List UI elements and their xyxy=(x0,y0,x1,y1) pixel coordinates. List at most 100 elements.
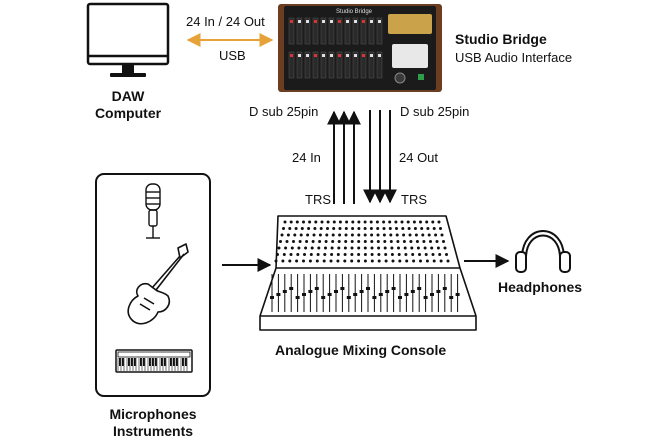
console-knob xyxy=(370,240,374,243)
console-knob xyxy=(411,253,415,256)
console-knob xyxy=(305,240,309,243)
console-knob xyxy=(436,246,440,250)
console-knob xyxy=(390,253,394,256)
console-knob xyxy=(338,233,342,237)
console-knob xyxy=(377,253,381,256)
console-knob xyxy=(388,227,392,230)
console-knob xyxy=(281,259,285,263)
console-knob xyxy=(306,233,310,237)
console-knob xyxy=(344,240,348,243)
console-fader-cap xyxy=(404,293,409,296)
device-gold-panel xyxy=(388,14,432,34)
console-knob xyxy=(314,220,318,224)
keyboard-black-key xyxy=(185,358,187,366)
console-knob xyxy=(363,253,367,256)
audio-interface-device xyxy=(278,4,442,92)
console-knob xyxy=(292,240,295,243)
console-knob xyxy=(310,246,314,250)
console-knob xyxy=(376,240,380,243)
console-knob xyxy=(319,227,323,230)
console-knob xyxy=(351,227,355,230)
console-knob xyxy=(382,233,386,237)
console-knob xyxy=(397,253,401,256)
keyboard-icon xyxy=(115,349,193,373)
console-knob xyxy=(394,220,398,224)
console-fader-cap xyxy=(321,296,326,299)
console-knob xyxy=(415,240,419,243)
trs-left-label: TRS xyxy=(305,192,331,207)
console-fader-cap xyxy=(385,290,390,293)
console-knob xyxy=(391,259,395,263)
console-fader-cap xyxy=(302,293,306,296)
dsub-left-label: D sub 25pin xyxy=(249,104,319,119)
console-knob xyxy=(313,227,317,230)
console-knob xyxy=(412,220,416,224)
console-knob xyxy=(326,227,329,230)
console-knob xyxy=(430,246,434,250)
console-knob xyxy=(408,233,412,237)
device-channel-led xyxy=(306,20,309,23)
console-knob xyxy=(435,240,439,243)
console-knob xyxy=(338,220,342,224)
usb-rate-label: 24 In / 24 Out xyxy=(186,14,265,29)
device-channel-strip xyxy=(376,17,383,45)
console-knob xyxy=(404,253,408,256)
console-knob xyxy=(370,253,374,256)
console-knob xyxy=(427,233,431,237)
console-knob xyxy=(382,227,386,230)
console-knob xyxy=(312,233,316,237)
device-channel-strip xyxy=(360,51,367,79)
console-knob xyxy=(350,240,354,243)
console-knob xyxy=(307,227,311,230)
console-knob xyxy=(357,259,361,263)
mixing-console-icon xyxy=(259,215,477,331)
console-knob xyxy=(402,240,406,243)
console-knob xyxy=(363,233,367,237)
console-knob xyxy=(315,259,319,263)
console-knob xyxy=(419,220,422,224)
console-knob xyxy=(388,220,392,224)
console-knob xyxy=(350,259,354,263)
console-knob xyxy=(370,259,374,263)
console-knob xyxy=(318,240,322,243)
console-fader-cap xyxy=(366,287,370,290)
device-channel-led xyxy=(354,20,357,23)
console-knob xyxy=(413,227,417,230)
console-knob xyxy=(320,220,324,224)
console-knob xyxy=(323,253,327,256)
console-knob xyxy=(376,233,380,237)
console-knob xyxy=(442,240,445,243)
console-knob xyxy=(331,240,335,243)
console-fader-cap xyxy=(398,296,402,299)
device-channel-strip xyxy=(320,51,327,79)
console-knob xyxy=(400,220,404,224)
device-channel-led xyxy=(378,54,381,57)
in-label: 24 In xyxy=(292,150,321,165)
console-knob xyxy=(308,259,312,263)
console-knob xyxy=(384,253,388,256)
console-knob xyxy=(288,259,292,263)
console-knob xyxy=(390,246,394,250)
console-knob xyxy=(344,227,348,230)
device-channel-led xyxy=(370,54,373,57)
console-knob xyxy=(440,233,444,237)
console-knob xyxy=(302,220,305,224)
console-knob xyxy=(288,227,292,230)
console-knob xyxy=(344,233,348,237)
console-knob xyxy=(357,227,361,230)
console-knob xyxy=(279,240,282,243)
console-knob xyxy=(330,246,334,250)
console-knob xyxy=(383,240,387,243)
console-knob xyxy=(325,233,329,237)
console-knob xyxy=(337,246,341,250)
console-knob xyxy=(363,227,367,230)
console-knob xyxy=(446,259,450,263)
console-knob xyxy=(437,220,441,224)
device-channel-strip xyxy=(368,17,375,45)
console-knob xyxy=(277,246,281,250)
console-knob xyxy=(283,220,287,224)
console-knob xyxy=(421,233,425,237)
console-knob xyxy=(300,227,304,230)
sources-label-line2: Instruments xyxy=(112,423,194,439)
console-fader-cap xyxy=(340,287,345,290)
